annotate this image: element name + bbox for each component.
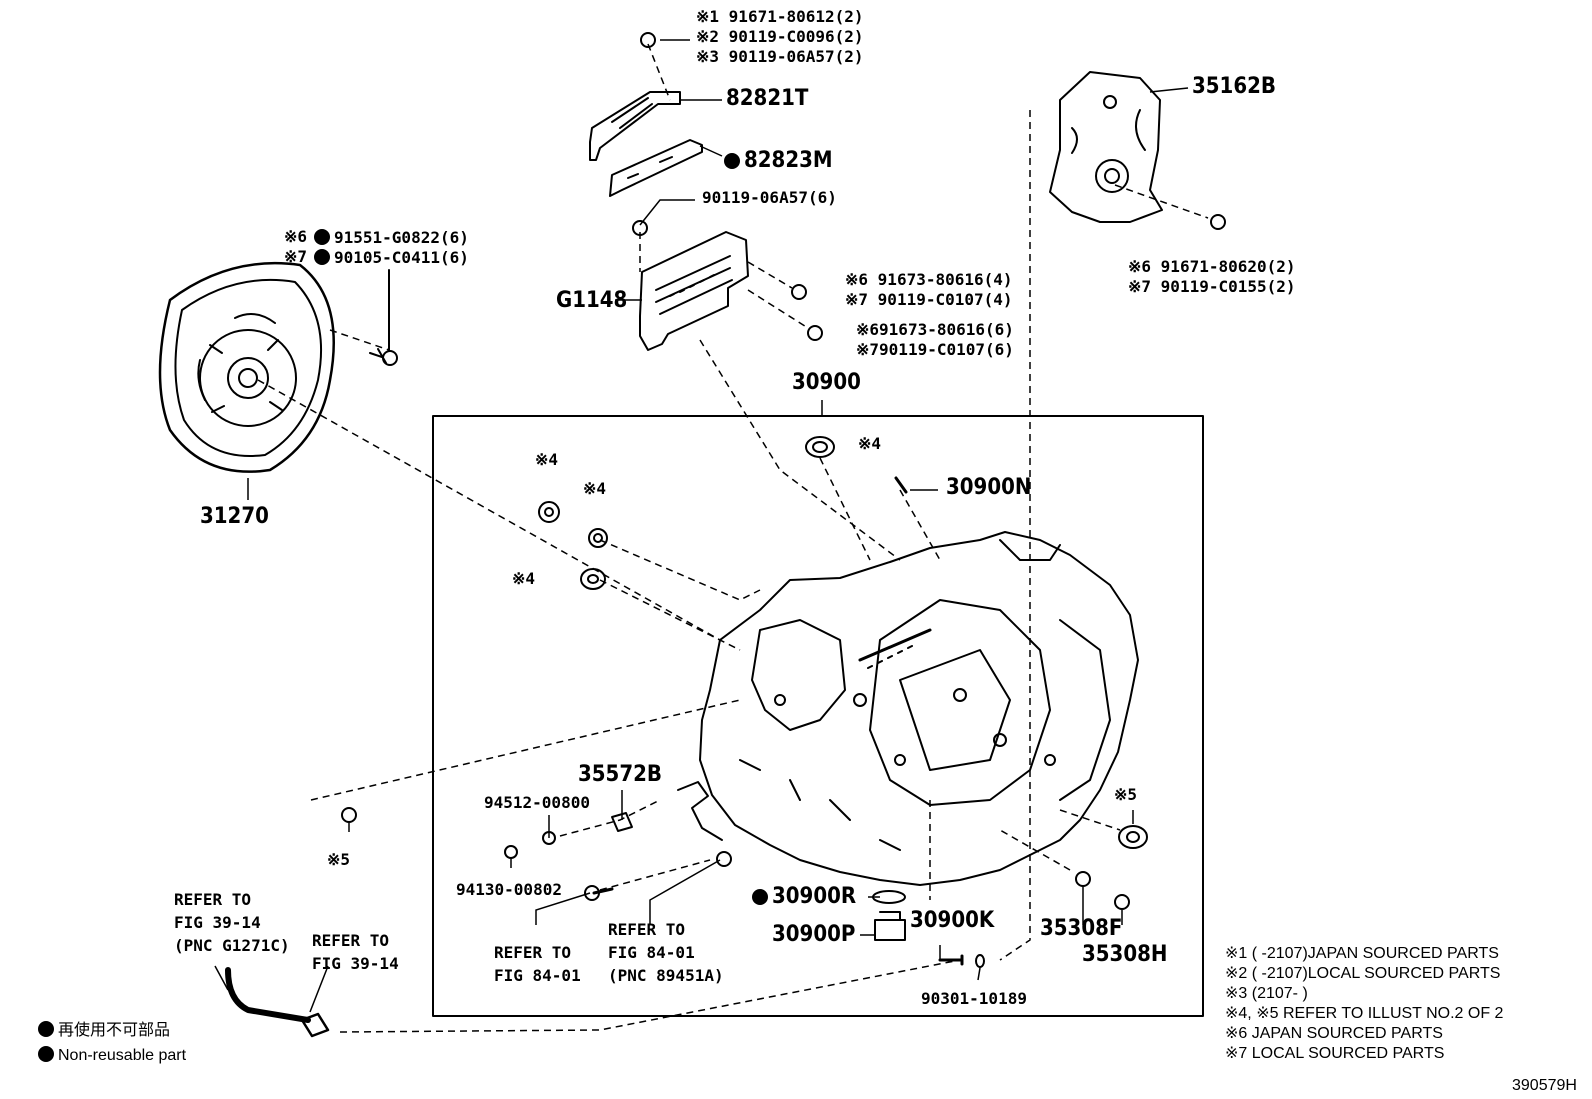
non-reusable-dot-icon bbox=[314, 249, 330, 265]
note-6: ※7 LOCAL SOURCED PARTS bbox=[1225, 1045, 1445, 1062]
bracket-82821T-illustration bbox=[589, 91, 681, 161]
seal-mark-4-top: ※4 bbox=[858, 434, 882, 453]
ref-fig-39-14-b-line1[interactable]: REFER TO bbox=[312, 931, 390, 950]
g1148-bolt-callout-a6: ※6 91673-80616(4) bbox=[845, 270, 1013, 289]
cover-35162B-illustration bbox=[1049, 71, 1163, 223]
part-35162B[interactable]: 35162B bbox=[1192, 74, 1276, 99]
part-30900P[interactable]: 30900P bbox=[772, 922, 856, 947]
clutch-bolt-callout-7: 90105-C0411(6) bbox=[314, 249, 469, 266]
seal-mark-5-right: ※5 bbox=[1114, 785, 1138, 804]
part-82823M-label: 82823M bbox=[744, 148, 833, 173]
part-30900K[interactable]: 30900K bbox=[910, 908, 995, 933]
part-90301-10189[interactable]: 90301-10189 bbox=[921, 989, 1027, 1008]
non-reusable-dot-icon bbox=[724, 153, 740, 169]
seal-mark-4-a: ※4 bbox=[535, 450, 559, 469]
non-reusable-dot-icon bbox=[314, 229, 330, 245]
seal-mark-5-left: ※5 bbox=[327, 850, 351, 869]
part-35572B[interactable]: 35572B bbox=[578, 762, 662, 787]
part-30900R-label: 30900R bbox=[772, 884, 857, 909]
part-82823M[interactable]: 82823M bbox=[724, 150, 833, 172]
note-5: ※6 JAPAN SOURCED PARTS bbox=[1225, 1025, 1443, 1042]
clutch-disc-illustration bbox=[158, 261, 335, 473]
ref-fig-39-14-a-line1[interactable]: REFER TO bbox=[174, 890, 252, 909]
clutch-bolt-mark-6: ※6 bbox=[284, 227, 308, 246]
clutch-bolt-6-label: 91551-G0822(6) bbox=[334, 228, 469, 247]
clutch-bolt-7-label: 90105-C0411(6) bbox=[334, 248, 469, 267]
part-31270[interactable]: 31270 bbox=[200, 504, 269, 529]
part-30900R[interactable]: 30900R bbox=[752, 886, 856, 908]
non-reusable-dot-icon bbox=[38, 1021, 54, 1037]
g1148-bolt-callout-a7: ※7 90119-C0107(4) bbox=[845, 290, 1013, 309]
legend-en: Non-reusable part bbox=[38, 1046, 186, 1064]
plate-82823M-illustration bbox=[609, 139, 703, 197]
note-2: ※2 ( -2107)LOCAL SOURCED PARTS bbox=[1225, 965, 1501, 982]
bolt-callout-3: ※3 90119-06A57(2) bbox=[696, 47, 864, 66]
non-reusable-dot-icon bbox=[38, 1046, 54, 1062]
illustration-id: 390579H bbox=[1512, 1077, 1577, 1094]
part-94130-00802[interactable]: 94130-00802 bbox=[456, 880, 562, 899]
solid-leaders bbox=[214, 39, 1189, 1013]
part-30900[interactable]: 30900 bbox=[792, 370, 861, 395]
seal-mark-4-c: ※4 bbox=[512, 569, 536, 588]
part-35308H[interactable]: 35308H bbox=[1082, 942, 1168, 967]
part-G1148[interactable]: G1148 bbox=[556, 288, 628, 313]
clutch-bolt-illustration bbox=[369, 269, 398, 366]
note-1: ※1 ( -2107)JAPAN SOURCED PARTS bbox=[1225, 945, 1499, 962]
note-4: ※4, ※5 REFER TO ILLUST NO.2 OF 2 bbox=[1225, 1005, 1504, 1022]
part-30900N[interactable]: 30900N bbox=[946, 475, 1032, 500]
legend-en-label: Non-reusable part bbox=[58, 1047, 187, 1064]
clutch-bolt-mark-7: ※7 bbox=[284, 247, 308, 266]
note-3: ※3 (2107- ) bbox=[1225, 985, 1308, 1002]
transaxle-housing-illustration bbox=[699, 531, 1139, 886]
dashed-leaders bbox=[257, 43, 1209, 1033]
ref-fig-39-14-a-line2[interactable]: FIG 39-14 bbox=[174, 913, 261, 932]
ref-fig-84-01-b-line1[interactable]: REFER TO bbox=[608, 920, 686, 939]
ref-fig-84-01-a-line1[interactable]: REFER TO bbox=[494, 943, 572, 962]
ref-fig-84-01-b-line2[interactable]: FIG 84-01 bbox=[608, 943, 695, 962]
bolt-callout-1: ※1 91671-80612(2) bbox=[696, 7, 864, 26]
ref-fig-84-01-b-line3[interactable]: (PNC 89451A) bbox=[608, 966, 724, 985]
clutch-bolt-callout-6: 91551-G0822(6) bbox=[314, 229, 469, 246]
legend-jp-label: 再使用不可部品 bbox=[58, 1022, 171, 1039]
connector-G1148-illustration bbox=[639, 231, 749, 351]
cover-bolt-callout-7: ※7 90119-C0155(2) bbox=[1128, 277, 1296, 296]
part-90119-06A57[interactable]: 90119-06A57(6) bbox=[702, 188, 837, 207]
ref-fig-39-14-a-line3[interactable]: (PNC G1271C) bbox=[174, 936, 290, 955]
small-parts-illustration bbox=[225, 32, 1226, 1038]
g1148-bolt-callout-b6: ※691673-80616(6) bbox=[856, 320, 1014, 339]
ref-fig-84-01-a-line2[interactable]: FIG 84-01 bbox=[494, 966, 581, 985]
legend-jp: 再使用不可部品 bbox=[38, 1021, 170, 1039]
seal-mark-4-b: ※4 bbox=[583, 479, 607, 498]
non-reusable-dot-icon bbox=[752, 889, 768, 905]
part-94512-00800[interactable]: 94512-00800 bbox=[484, 793, 590, 812]
g1148-bolt-callout-b7: ※790119-C0107(6) bbox=[856, 340, 1014, 359]
ref-fig-39-14-b-line2[interactable]: FIG 39-14 bbox=[312, 954, 399, 973]
part-35308F[interactable]: 35308F bbox=[1040, 916, 1123, 941]
bolt-callout-2: ※2 90119-C0096(2) bbox=[696, 27, 864, 46]
cover-bolt-callout-6: ※6 91671-80620(2) bbox=[1128, 257, 1296, 276]
assembly-frame bbox=[432, 415, 1204, 1017]
part-82821T[interactable]: 82821T bbox=[726, 86, 809, 111]
